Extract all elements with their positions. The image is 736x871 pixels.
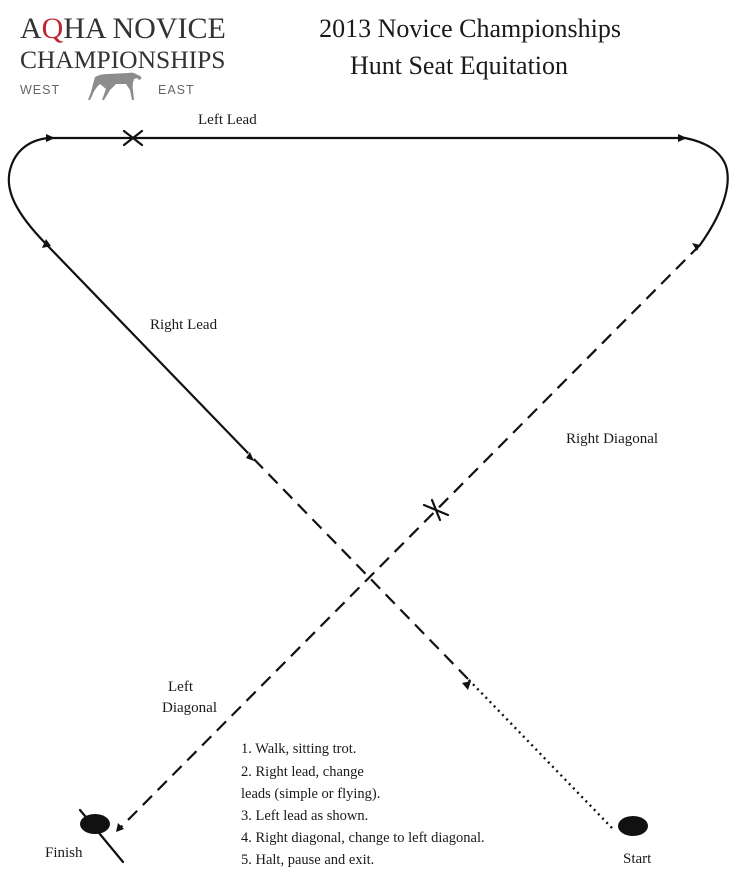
label-left-diagonal-2: Diagonal: [162, 700, 217, 716]
instruction-line: 3. Left lead as shown.: [241, 808, 368, 824]
label-start: Start: [623, 851, 652, 867]
instruction-line: 4. Right diagonal, change to left diagon…: [241, 830, 485, 846]
logo: AQHA NOVICE CHAMPIONSHIPS WEST EAST: [20, 12, 226, 100]
label-finish: Finish: [45, 845, 83, 861]
arrow-finish: [116, 823, 124, 832]
instruction-line: leads (simple or flying).: [241, 786, 380, 802]
finish-marker: [80, 814, 110, 834]
title-line1: 2013 Novice Championships: [319, 14, 621, 43]
arrow-top-right: [678, 134, 687, 142]
lead-change-x-mark: [122, 129, 144, 147]
horse-icon: [88, 72, 142, 100]
label-left-lead: Left Lead: [198, 112, 257, 128]
top-right-turn: [683, 136, 729, 247]
logo-line1: AQHA NOVICE: [20, 12, 226, 45]
instruction-line: 1. Walk, sitting trot.: [241, 741, 356, 757]
instruction-line: 2. Right lead, change: [241, 764, 364, 780]
logo-line2: CHAMPIONSHIPS: [20, 45, 225, 74]
sitting-trot-path: [246, 451, 469, 680]
arrow-top-left: [46, 134, 55, 142]
title-line2: Hunt Seat Equitation: [350, 51, 568, 80]
logo-east: EAST: [158, 83, 195, 97]
logo-hanovice: HA NOVICE: [63, 12, 226, 45]
logo-west: WEST: [20, 83, 60, 97]
arrow-walk-end: [462, 681, 471, 690]
logo-a: A: [20, 12, 42, 45]
start-marker: [618, 816, 648, 836]
label-right-lead: Right Lead: [150, 317, 218, 333]
diagonal-trot-path: [117, 244, 701, 831]
walk-path: [467, 678, 613, 829]
instruction-line: 5. Halt, pause and exit.: [241, 852, 374, 868]
arrow-trot-end: [246, 452, 254, 461]
label-left-diagonal-1: Left: [168, 679, 194, 695]
instructions: 1. Walk, sitting trot. 2. Right lead, ch…: [241, 741, 485, 868]
right-lead-path: [44, 242, 249, 454]
label-right-diagonal: Right Diagonal: [566, 431, 658, 447]
top-left-turn: [7, 136, 50, 246]
logo-q-accent: Q: [42, 12, 64, 45]
arrow-right-turn: [692, 243, 700, 251]
diagonal-change-x-mark: [422, 498, 450, 522]
arrow-right-lead: [42, 239, 51, 248]
